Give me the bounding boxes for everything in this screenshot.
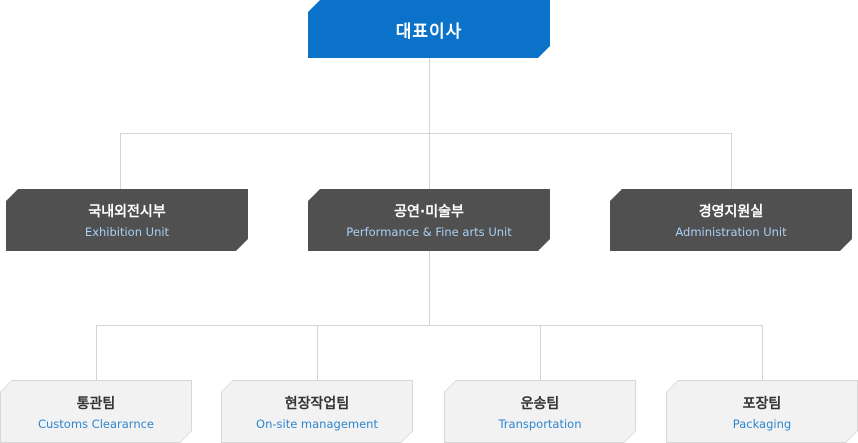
dept-sublabel: Exhibition Unit <box>84 225 170 239</box>
team-box-inner: 포장팀 Packaging <box>667 381 857 442</box>
team-label: 운송팀 <box>520 395 560 412</box>
dept-label: 국내외전시부 <box>88 204 166 220</box>
ceo-box: 대표이사 <box>308 0 550 58</box>
ceo-label: 대표이사 <box>395 21 463 42</box>
team-box-packaging: 포장팀 Packaging <box>666 380 858 443</box>
team-box-transportation: 운송팀 Transportation <box>444 380 636 443</box>
team-box-onsite: 현장작업팀 On-site management <box>221 380 413 443</box>
dept-label: 공연·미술부 <box>394 204 464 220</box>
team-sublabel: Transportation <box>498 416 582 431</box>
team-label: 통관팀 <box>76 395 116 412</box>
team-box-inner: 현장작업팀 On-site management <box>222 381 412 442</box>
dept-box-administration: 경영지원실 Administration Unit <box>610 189 852 251</box>
team-box-inner: 운송팀 Transportation <box>445 381 635 442</box>
team-sublabel: On-site management <box>256 416 378 431</box>
team-label: 현장작업팀 <box>284 395 350 412</box>
dept-sublabel: Performance & Fine arts Unit <box>346 225 512 239</box>
team-box-customs: 통관팀 Customs Cleararnce <box>0 380 192 443</box>
dept-sublabel: Administration Unit <box>675 225 787 239</box>
dept-box-performance: 공연·미술부 Performance & Fine arts Unit <box>308 189 550 251</box>
dept-box-exhibition: 국내외전시부 Exhibition Unit <box>6 189 248 251</box>
team-box-inner: 통관팀 Customs Cleararnce <box>1 381 191 442</box>
team-sublabel: Customs Cleararnce <box>37 416 155 431</box>
dept-label: 경영지원실 <box>698 204 764 220</box>
team-sublabel: Packaging <box>732 416 792 431</box>
team-label: 포장팀 <box>742 395 782 412</box>
